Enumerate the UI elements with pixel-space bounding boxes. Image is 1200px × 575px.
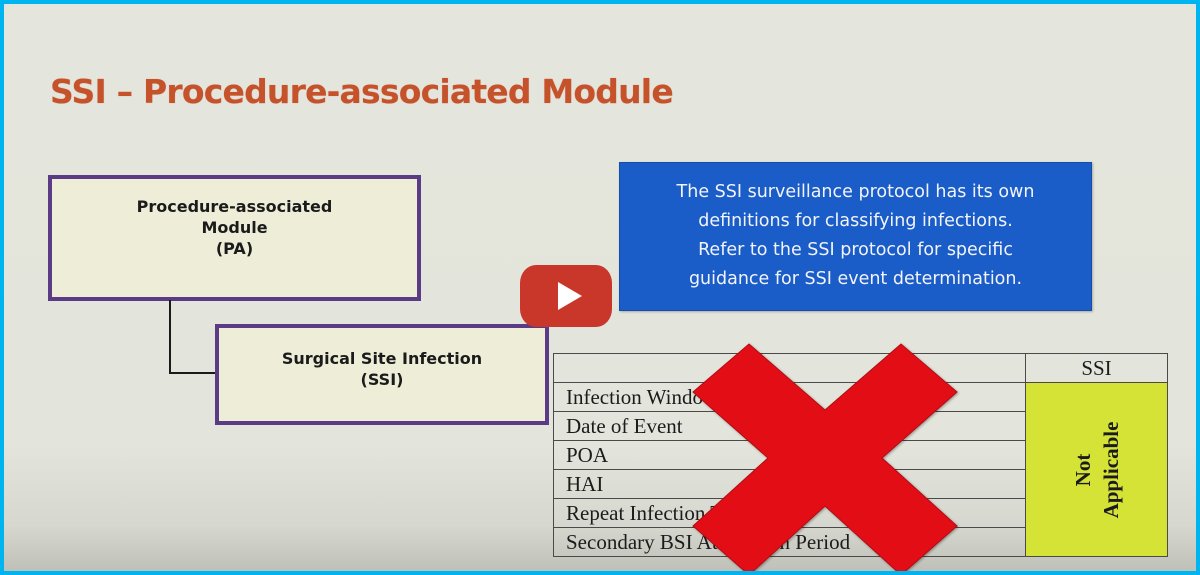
- pa-box-line3: (PA): [215, 239, 254, 258]
- slide-title: SSI – Procedure-associated Module: [50, 72, 674, 111]
- youtube-play-icon: [558, 282, 582, 310]
- info-line: guidance for SSI event determination.: [688, 269, 1023, 289]
- ssi-box-line2: (SSI): [360, 370, 404, 389]
- not-applicable-text: Not Applicable: [1069, 421, 1125, 518]
- slide: SSI – Procedure-associated Module Proced…: [4, 4, 1196, 571]
- surgical-site-infection-box: Surgical Site Infection (SSI): [215, 324, 549, 425]
- youtube-play-button[interactable]: [520, 265, 612, 327]
- pa-box-line1: Procedure-associated: [136, 197, 333, 216]
- info-line: Refer to the SSI protocol for specific: [698, 240, 1013, 260]
- procedure-associated-module-box: Procedure-associated Module (PA): [48, 175, 421, 301]
- info-line: definitions for classifying infections.: [698, 211, 1013, 231]
- info-line: The SSI surveillance protocol has its ow…: [676, 182, 1035, 202]
- connector-line-horizontal: [169, 372, 217, 374]
- not-applicable-cell: Not Applicable: [1025, 382, 1168, 557]
- not-applicable-line1: Not: [1070, 453, 1095, 486]
- ssi-protocol-info-box: The SSI surveillance protocol has its ow…: [619, 162, 1092, 311]
- not-applicable-line2: Applicable: [1098, 421, 1123, 518]
- connector-line-vertical: [169, 300, 171, 374]
- red-x-icon: [692, 343, 958, 571]
- pa-box-line2: Module: [201, 218, 268, 237]
- table-header-ssi: SSI: [1025, 353, 1168, 383]
- ssi-box-line1: Surgical Site Infection: [281, 349, 483, 368]
